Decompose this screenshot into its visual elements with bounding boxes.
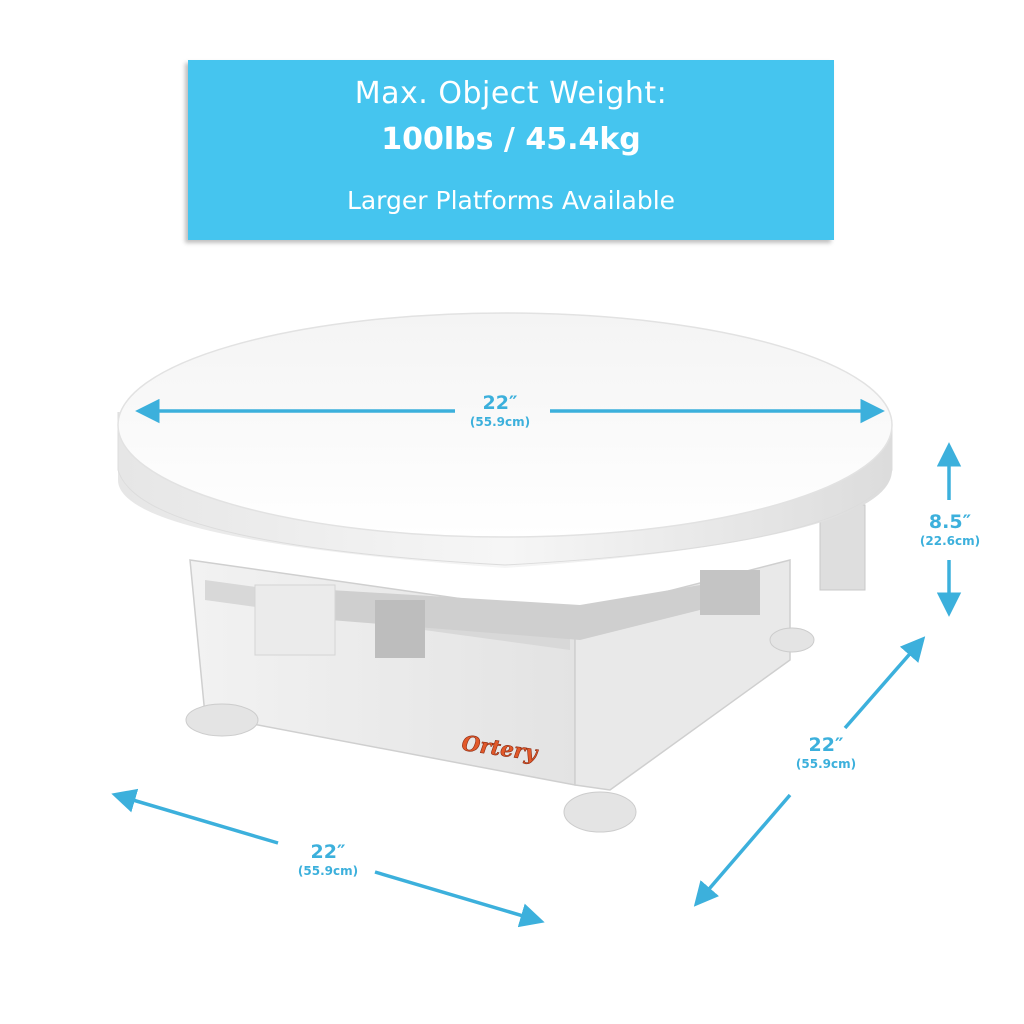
- width-label: 22″ (55.9cm): [776, 734, 876, 772]
- width-arrow-upper: [843, 636, 926, 730]
- depth-arrow-right: [374, 870, 545, 928]
- banner-weight-value: 100lbs / 45.4kg: [381, 122, 641, 157]
- banner-heading: Max. Object Weight:: [354, 76, 668, 111]
- top-diameter-label: 22″ (55.9cm): [450, 392, 550, 430]
- height-label: 8.5″ (22.6cm): [905, 511, 995, 549]
- top-diameter-value: 22″: [482, 392, 518, 414]
- turntable-base: [189, 504, 866, 791]
- banner-note: Larger Platforms Available: [346, 186, 676, 215]
- turntable-feet: [185, 627, 815, 833]
- depth-label: 22″ (55.9cm): [278, 841, 378, 879]
- depth-arrow-left: [111, 788, 279, 845]
- width-value: 22″: [808, 734, 844, 756]
- width-arrow-lower: [693, 793, 792, 907]
- height-metric: (22.6cm): [919, 534, 981, 548]
- weight-info-banner: Max. Object Weight: 100lbs / 45.4kg Larg…: [188, 60, 834, 240]
- dimension-arrows: [111, 398, 962, 928]
- width-metric: (55.9cm): [795, 757, 857, 771]
- turntable-platform: [117, 312, 893, 568]
- top-diameter-metric: (55.9cm): [469, 415, 531, 429]
- depth-value: 22″: [310, 841, 346, 863]
- depth-metric: (55.9cm): [297, 864, 359, 878]
- height-value: 8.5″: [928, 511, 972, 533]
